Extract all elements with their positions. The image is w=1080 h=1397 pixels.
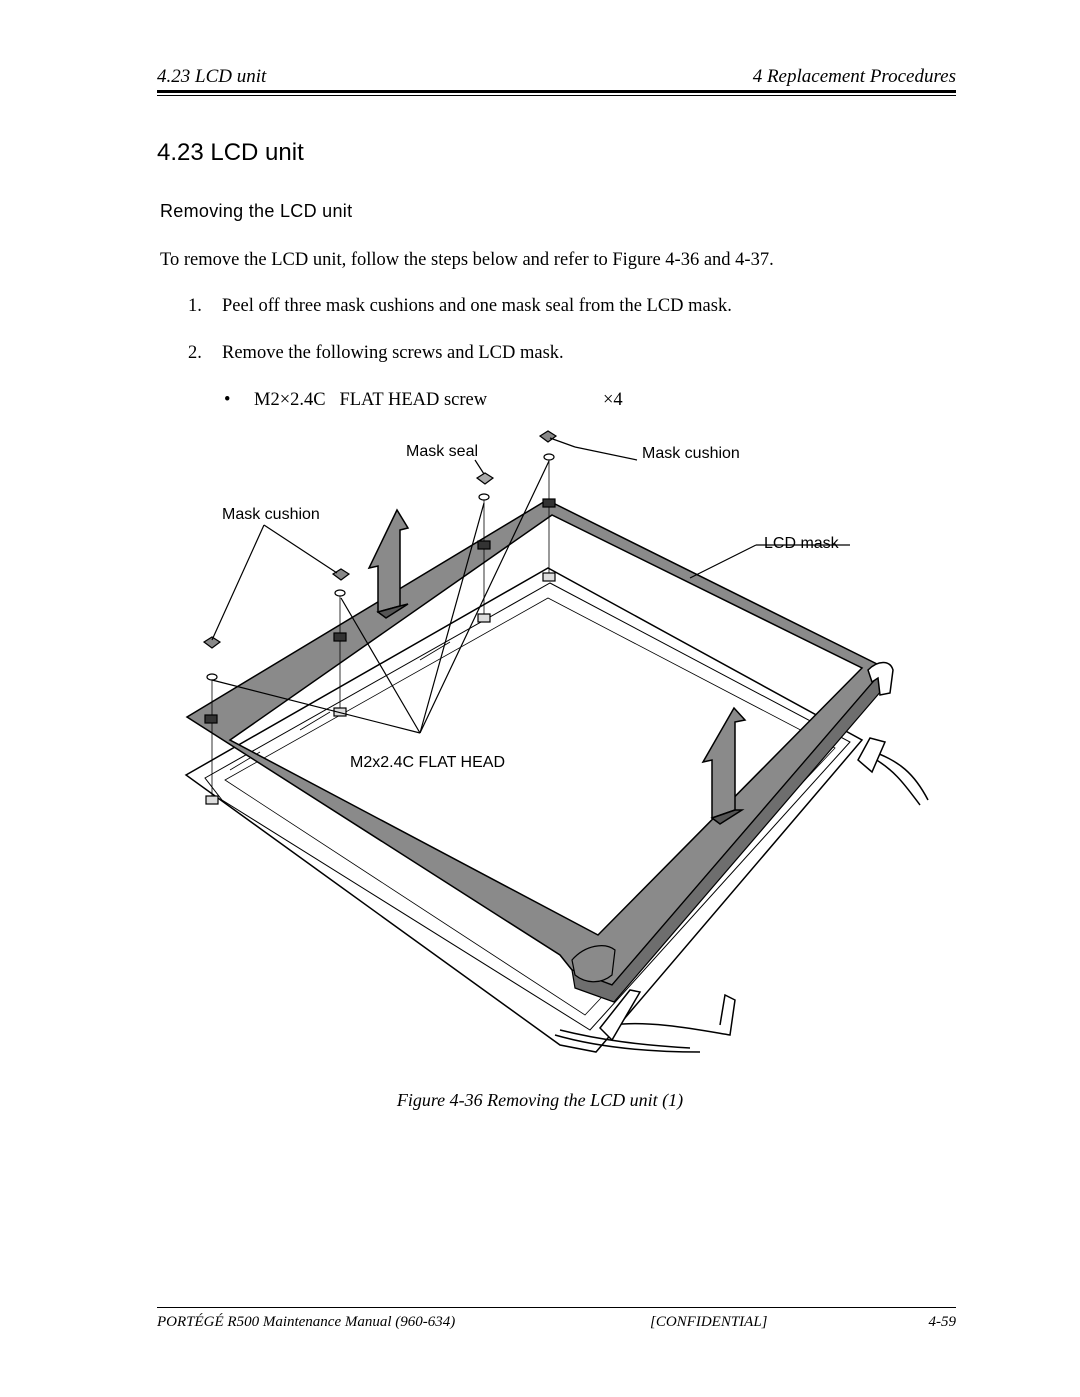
header-rule [157,90,956,93]
screw-quantity: ×4 [603,390,623,410]
label-flat-head-screw: M2x2.4C FLAT HEAD [350,754,505,771]
label-mask-seal: Mask seal [406,443,478,460]
lift-arrow-icon [367,508,410,619]
label-lcd-mask: LCD mask [764,535,840,552]
running-header-chapter: 4 Replacement Procedures [752,66,956,87]
label-mask-cushion-left: Mask cushion [222,506,320,523]
footer-page-number: 4-59 [928,1314,957,1330]
leader-lines [211,437,850,734]
lcd-cover [184,567,864,1053]
step-text: Peel off three mask cushions and one mas… [222,296,732,316]
lift-arrow-icon [701,706,747,825]
running-header-section: 4.23 LCD unit [157,66,267,87]
step-number: 1. [188,296,202,316]
hinge-cover-left [571,945,616,983]
footer-manual-title: PORTÉGÉ R500 Maintenance Manual (960-634… [157,1314,456,1330]
footer-rule [157,1307,956,1308]
footer-confidential: [CONFIDENTIAL] [650,1314,768,1330]
screw-name: M2×2.4C FLAT HEAD screw [254,390,488,410]
header-rule-thin [157,95,956,96]
label-mask-cushion-right: Mask cushion [642,445,740,462]
flat-head-screws [204,453,556,805]
section-title: 4.23 LCD unit [157,139,304,166]
bullet: • [224,390,231,410]
step-number: 2. [188,343,202,363]
mask-cushions [202,430,558,649]
step-text: Remove the following screws and LCD mask… [222,343,564,363]
subsection-title: Removing the LCD unit [160,201,353,221]
hinge-cover [867,661,894,696]
figure-caption: Figure 4-36 Removing the LCD unit (1) [396,1090,684,1110]
intro-paragraph: To remove the LCD unit, follow the steps… [160,250,774,270]
lcd-cables [554,737,929,1053]
